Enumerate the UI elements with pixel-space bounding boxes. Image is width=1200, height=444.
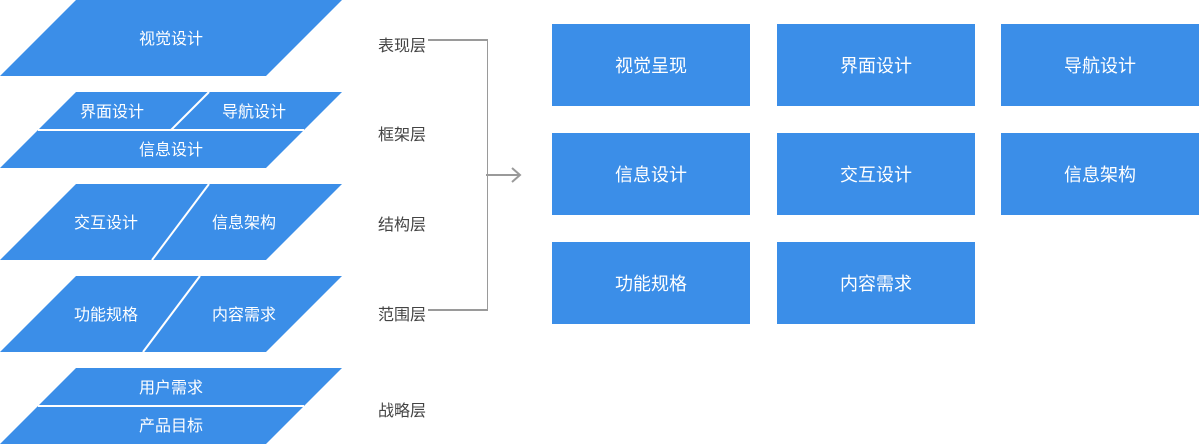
interface-design-label: 界面设计 — [80, 102, 144, 121]
skeleton-shape: 界面设计 导航设计 信息设计 — [0, 91, 342, 168]
box-visual-presentation: 视觉呈现 — [552, 24, 750, 106]
navigation-design-label: 导航设计 — [222, 102, 286, 121]
content-requirements-label: 内容需求 — [212, 305, 276, 324]
interaction-design-label: 交互设计 — [74, 213, 138, 232]
box-interface-design: 界面设计 — [777, 24, 975, 106]
information-architecture-label: 信息架构 — [212, 213, 276, 232]
box-functional-spec: 功能规格 — [552, 242, 750, 324]
information-design-label: 信息设计 — [139, 140, 203, 159]
scope-shape: 功能规格 内容需求 — [0, 275, 342, 353]
box-navigation-design: 导航设计 — [1001, 24, 1199, 106]
layer-label-structure: 结构层 — [378, 215, 427, 234]
bracket-connector — [428, 39, 488, 311]
functional-spec-label: 功能规格 — [74, 305, 138, 324]
box-content-requirements: 内容需求 — [777, 242, 975, 324]
strategy-shape: 用户需求 产品目标 — [0, 368, 342, 444]
box-interaction-design: 交互设计 — [777, 133, 975, 215]
layer-label-skeleton: 框架层 — [378, 125, 427, 144]
arrow-right-icon — [488, 167, 522, 183]
visual-design-label: 视觉设计 — [139, 29, 203, 48]
layer-label-strategy: 战略层 — [378, 401, 427, 420]
user-needs-label: 用户需求 — [139, 378, 203, 397]
layer-label-scope: 范围层 — [378, 305, 427, 324]
box-information-design: 信息设计 — [552, 133, 750, 215]
box-information-architecture: 信息架构 — [1001, 133, 1199, 215]
layer-label-surface: 表现层 — [378, 36, 427, 55]
left-layer-stack: 视觉设计 界面设计 导航设计 信息设计 交互设计 信息架构 功能规格 内容需求 … — [0, 0, 342, 444]
surface-shape: 视觉设计 — [0, 0, 342, 76]
structure-shape: 交互设计 信息架构 — [0, 183, 342, 261]
product-goals-label: 产品目标 — [139, 416, 203, 435]
